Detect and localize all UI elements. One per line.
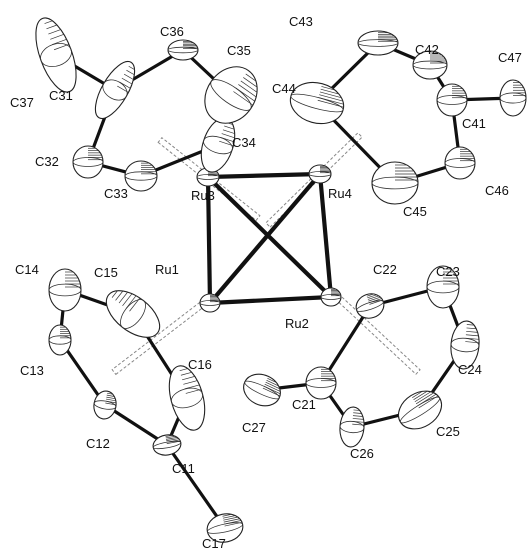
atom-ellipsoid-c21	[305, 366, 337, 400]
atom-ellipsoid-c44	[289, 81, 345, 125]
atom-label-c45: C45	[403, 204, 427, 219]
bond-c11-c12	[103, 403, 169, 447]
atom-label-c15: C15	[94, 265, 118, 280]
atom-ellipsoid-c47	[499, 79, 527, 117]
atom-ellipsoid-c26	[339, 406, 365, 448]
atom-ellipsoid-c14	[48, 268, 82, 312]
atom-label-ru3: Ru3	[191, 188, 215, 203]
atom-ellipsoid-c41	[436, 83, 468, 117]
atom-ellipsoid-c16	[168, 365, 206, 431]
atom-label-c47: C47	[498, 50, 522, 65]
atom-label-c16: C16	[188, 357, 212, 372]
bond-ru1-ru3	[205, 174, 213, 306]
bond-ru1-ru2	[207, 294, 334, 306]
atom-ellipsoid-c35	[204, 66, 258, 124]
atom-label-c17: C17	[202, 536, 226, 550]
atom-ellipsoid-c46	[444, 146, 476, 180]
atom-label-ru4: Ru4	[328, 186, 352, 201]
atom-label-c24: C24	[458, 362, 482, 377]
atom-ellipsoid-c11	[152, 434, 182, 456]
atom-label-c44: C44	[272, 81, 296, 96]
atom-ellipsoid-c31	[94, 60, 136, 120]
atom-label-c31: C31	[49, 88, 73, 103]
atom-ellipsoid-c45	[371, 161, 419, 205]
atom-ellipsoid-c15	[105, 290, 161, 338]
bond-ru2-ru4	[317, 171, 334, 300]
atom-ellipsoid-c12	[93, 390, 117, 420]
atom-label-c46: C46	[485, 183, 509, 198]
bond-c11-c17	[165, 443, 227, 530]
atom-ellipsoid-c43	[357, 30, 399, 56]
atom-label-c11: C11	[172, 461, 195, 476]
atom-ellipsoid-c33	[124, 160, 158, 192]
atom-label-c25: C25	[436, 424, 460, 439]
atom-ellipsoid-c42	[412, 50, 448, 80]
atom-label-c26: C26	[350, 446, 374, 461]
atom-label-ru1: Ru1	[155, 262, 179, 277]
atom-label-c32: C32	[35, 154, 59, 169]
atom-label-c37: C37	[10, 95, 34, 110]
bond-ru3-ru4	[205, 171, 323, 180]
atom-ellipsoid-c23	[426, 265, 460, 309]
atom-label-c41: C41	[462, 116, 486, 131]
centroid-vector-2	[265, 132, 363, 228]
atom-label-c42: C42	[415, 42, 439, 57]
atom-label-c23: C23	[436, 264, 460, 279]
atom-ellipsoid-ru1	[199, 293, 221, 313]
bond-ru2-ru3	[205, 174, 334, 300]
atom-ellipsoid-ru4	[308, 164, 332, 184]
atom-label-c43: C43	[289, 14, 313, 29]
atom-ellipsoid-c13	[48, 324, 72, 356]
atom-ellipsoid-c22	[355, 293, 385, 319]
atom-label-c13: C13	[20, 363, 44, 378]
atom-label-c27: C27	[242, 420, 266, 435]
atom-ellipsoid-c32	[72, 145, 104, 179]
atom-ellipsoid-ru2	[320, 287, 342, 307]
atom-ellipsoid-c36	[167, 39, 199, 61]
atom-label-c34: C34	[232, 135, 256, 150]
atom-label-c36: C36	[160, 24, 184, 39]
bond-ru1-ru4	[207, 171, 323, 306]
atom-label-c21: C21	[292, 397, 316, 412]
atom-label-c33: C33	[104, 186, 128, 201]
atom-ellipsoid-c37	[35, 17, 77, 93]
atom-ellipsoid-c25	[397, 390, 443, 430]
atom-label-c35: C35	[227, 43, 251, 58]
atom-label-c14: C14	[15, 262, 39, 277]
atom-ellipsoid-c34	[200, 117, 236, 173]
atom-layer	[35, 17, 527, 543]
centroid-vector-4	[327, 287, 421, 375]
atom-ellipsoid-c27	[243, 373, 281, 407]
atom-label-c12: C12	[86, 436, 110, 451]
atom-label-ru2: Ru2	[285, 316, 309, 331]
atom-label-c22: C22	[373, 262, 397, 277]
centroid-vector-1	[157, 136, 261, 222]
atom-ellipsoid-c24	[450, 320, 480, 370]
atom-ellipsoid-c17	[206, 513, 244, 543]
